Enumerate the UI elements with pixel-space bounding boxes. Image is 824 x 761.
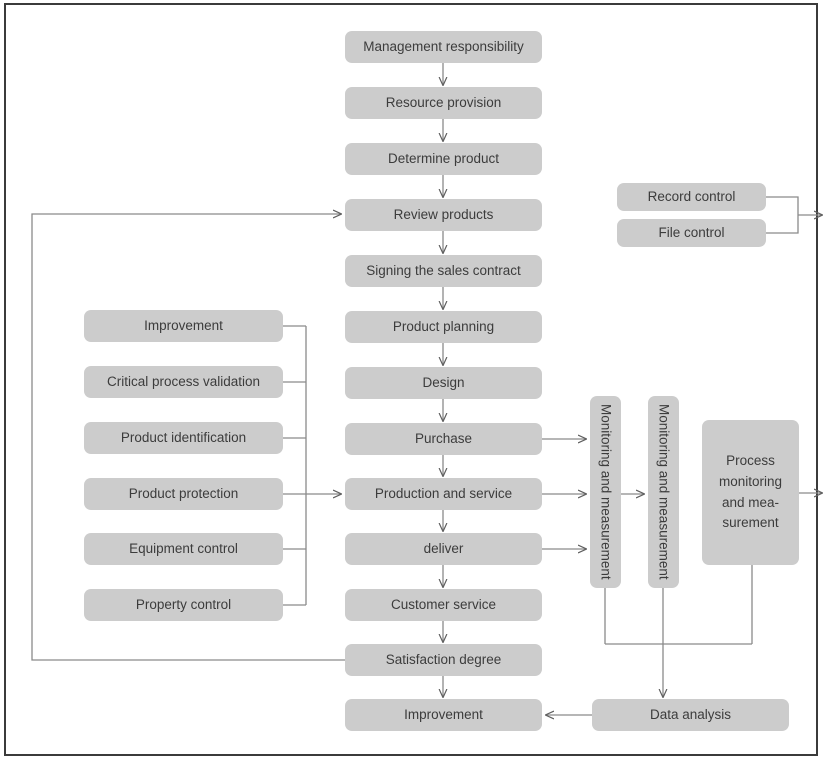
node-product-protection[interactable]: Product protection	[84, 478, 283, 510]
node-label: Product planning	[392, 318, 495, 334]
node-improvement[interactable]: Improvement	[84, 310, 283, 342]
node-equipment-control[interactable]: Equipment control	[84, 533, 283, 565]
node-process-monitoring-and-measurement[interactable]: Process monitoring and mea- surement	[702, 420, 799, 565]
node-label: File control	[658, 224, 725, 240]
node-label: Management responsibility	[363, 38, 524, 54]
node-label: Monitoring and measurement	[656, 404, 672, 580]
node-production-and-service[interactable]: Production and service	[345, 478, 542, 510]
node-customer-service[interactable]: Customer service	[345, 589, 542, 621]
node-improvement-bottom[interactable]: Improvement	[345, 699, 542, 731]
node-label: Production and service	[374, 485, 513, 501]
node-label: Signing the sales contract	[366, 262, 521, 278]
node-monitoring-and-measurement-1[interactable]: Monitoring and measurement	[590, 396, 621, 588]
node-label: Property control	[135, 596, 232, 612]
node-label-line-2: monitoring	[718, 473, 783, 489]
node-label-line-4: surement	[722, 515, 779, 531]
node-label: Data analysis	[649, 706, 732, 722]
node-label: Review products	[393, 206, 494, 222]
node-satisfaction-degree[interactable]: Satisfaction degree	[345, 644, 542, 676]
node-data-analysis[interactable]: Data analysis	[592, 699, 789, 731]
node-label: Record control	[647, 188, 736, 204]
node-label: Critical process validation	[106, 373, 261, 389]
node-label: Improvement	[404, 706, 483, 722]
node-purchase[interactable]: Purchase	[345, 423, 542, 455]
node-label: Product protection	[128, 485, 239, 501]
node-label-line-3: and mea-	[721, 494, 780, 510]
node-label: Determine product	[387, 150, 500, 166]
node-product-planning[interactable]: Product planning	[345, 311, 542, 343]
node-label: Purchase	[414, 430, 473, 446]
node-deliver[interactable]: deliver	[345, 533, 542, 565]
node-file-control[interactable]: File control	[617, 219, 766, 247]
node-determine-product[interactable]: Determine product	[345, 143, 542, 175]
node-record-control[interactable]: Record control	[617, 183, 766, 211]
node-label: Customer service	[390, 596, 497, 612]
node-label-line-1: Process	[726, 452, 775, 468]
node-label: Equipment control	[129, 540, 238, 556]
node-label: Improvement	[144, 317, 223, 333]
node-label: Product identification	[120, 429, 247, 445]
node-review-products[interactable]: Review products	[345, 199, 542, 231]
node-product-identification[interactable]: Product identification	[84, 422, 283, 454]
node-label: Monitoring and measurement	[598, 404, 614, 580]
node-monitoring-and-measurement-2[interactable]: Monitoring and measurement	[648, 396, 679, 588]
node-signing-the-sales-contract[interactable]: Signing the sales contract	[345, 255, 542, 287]
node-critical-process-validation[interactable]: Critical process validation	[84, 366, 283, 398]
node-label: deliver	[423, 540, 464, 556]
node-resource-provision[interactable]: Resource provision	[345, 87, 542, 119]
node-design[interactable]: Design	[345, 367, 542, 399]
node-management-responsibility[interactable]: Management responsibility	[345, 31, 542, 63]
node-property-control[interactable]: Property control	[84, 589, 283, 621]
node-label: Resource provision	[385, 94, 502, 110]
node-label: Satisfaction degree	[385, 651, 502, 667]
node-label: Design	[422, 374, 465, 390]
